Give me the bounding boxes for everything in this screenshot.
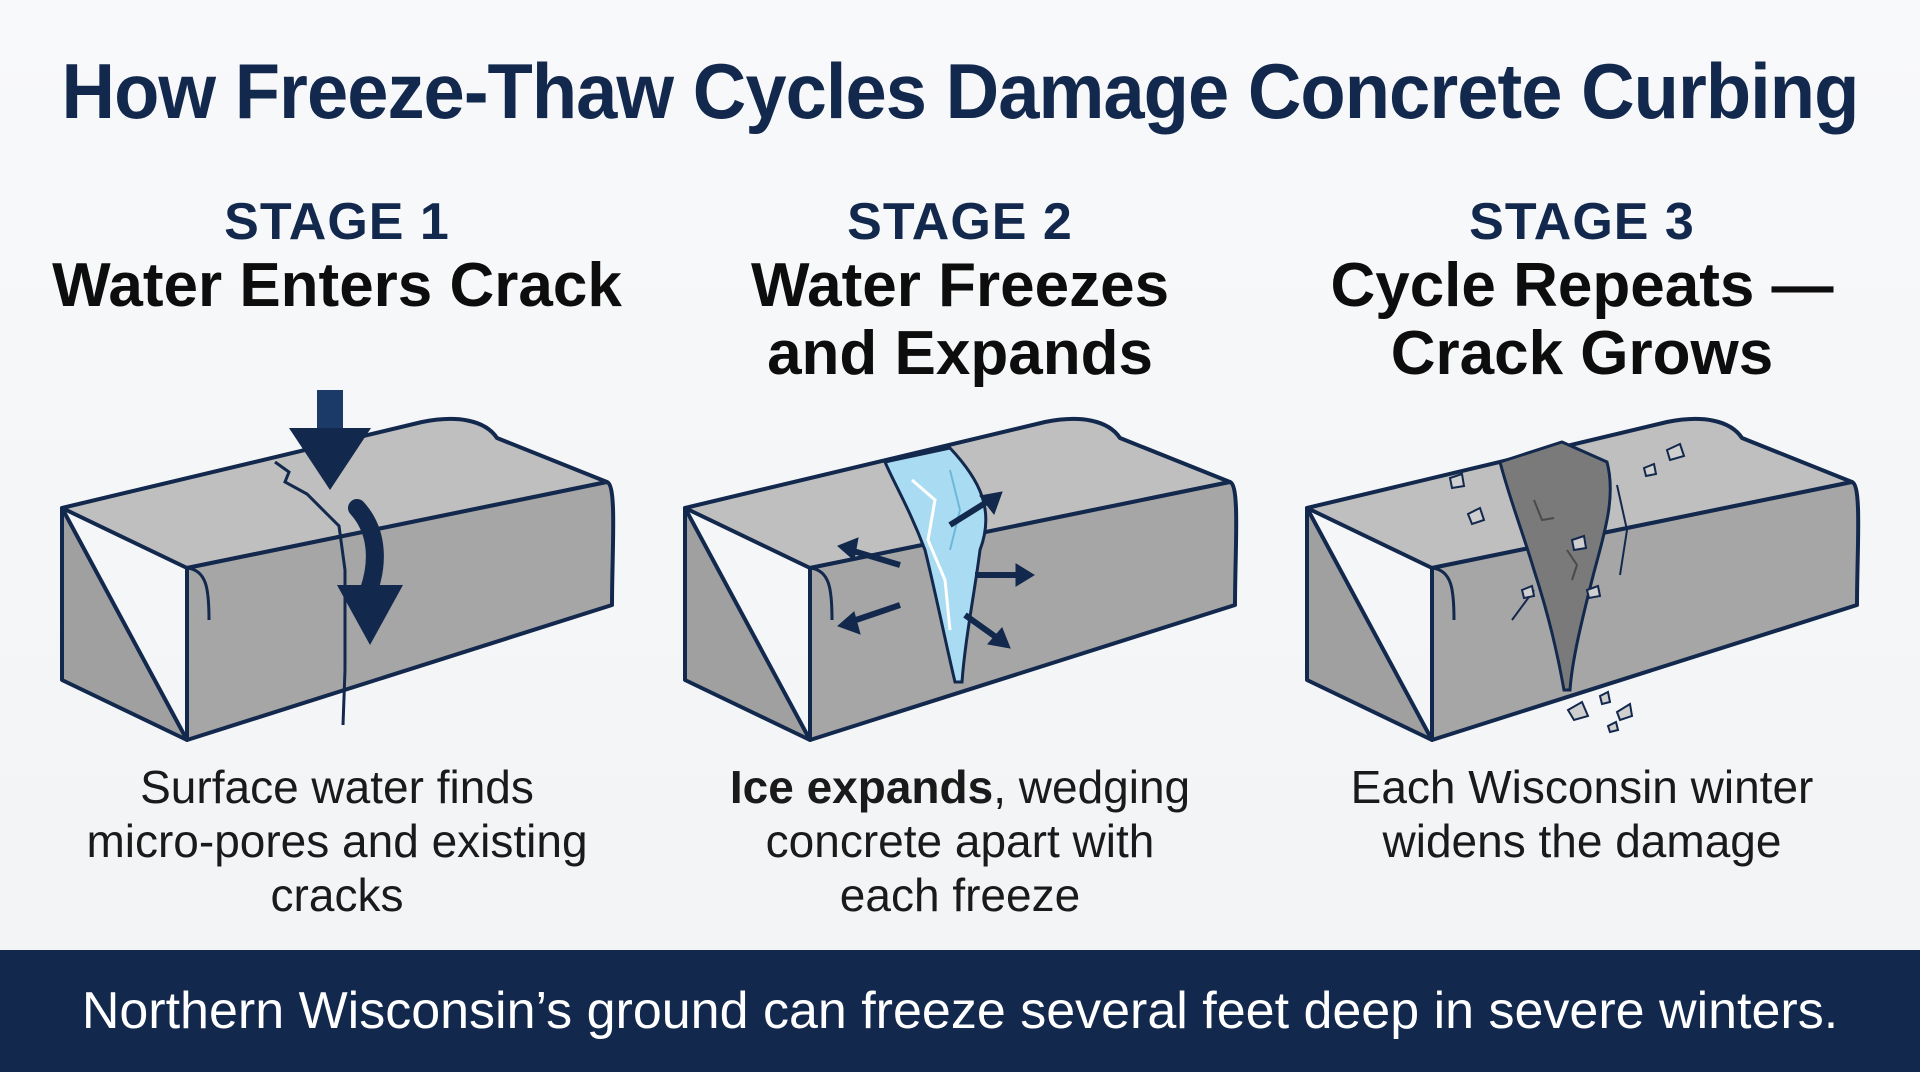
stage-2-curb-illustration — [650, 390, 1270, 760]
stage-3-label: STAGE 3 — [1272, 192, 1892, 252]
stage-2-desc-line3: each freeze — [650, 868, 1270, 922]
page-title: How Freeze-Thaw Cycles Damage Concrete C… — [48, 46, 1872, 137]
stage-3-curb-illustration — [1272, 390, 1892, 760]
stage-2-label: STAGE 2 — [650, 192, 1270, 252]
stage-3-heading-line2: Crack Grows — [1272, 320, 1892, 388]
stage-2-heading-line2: and Expands — [650, 320, 1270, 388]
stage-2-heading-line1: Water Freezes — [650, 252, 1270, 320]
stage-1-label: STAGE 1 — [27, 192, 647, 252]
stage-2-desc-bold: Ice expands — [730, 761, 993, 813]
stage-1-heading-line1: Water Enters Crack — [27, 252, 647, 320]
stage-2-desc-line1: Ice expands, wedging — [650, 760, 1270, 814]
stage-3-desc-line1: Each Wisconsin winter — [1272, 760, 1892, 814]
stage-1-desc-line1: Surface water finds — [27, 760, 647, 814]
stage-3-heading-line1: Cycle Repeats — — [1272, 252, 1892, 320]
stage-2-desc-line1-rest: , wedging — [993, 761, 1190, 813]
stage-3-description: Each Wisconsin winter widens the damage — [1272, 760, 1892, 868]
stage-2-heading: Water Freezes and Expands — [650, 252, 1270, 388]
stage-1-heading: Water Enters Crack — [27, 252, 647, 320]
stage-3-heading: Cycle Repeats — Crack Grows — [1272, 252, 1892, 388]
stage-1-desc-line2: micro-pores and existing — [27, 814, 647, 868]
stage-1-curb-illustration — [27, 390, 647, 760]
stage-1-description: Surface water finds micro-pores and exis… — [27, 760, 647, 922]
stage-3-desc-line2: widens the damage — [1272, 814, 1892, 868]
stage-2-description: Ice expands, wedging concrete apart with… — [650, 760, 1270, 922]
stage-2-desc-line2: concrete apart with — [650, 814, 1270, 868]
stage-1-desc-line3: cracks — [27, 868, 647, 922]
footer-banner: Northern Wisconsin’s ground can freeze s… — [0, 950, 1920, 1072]
